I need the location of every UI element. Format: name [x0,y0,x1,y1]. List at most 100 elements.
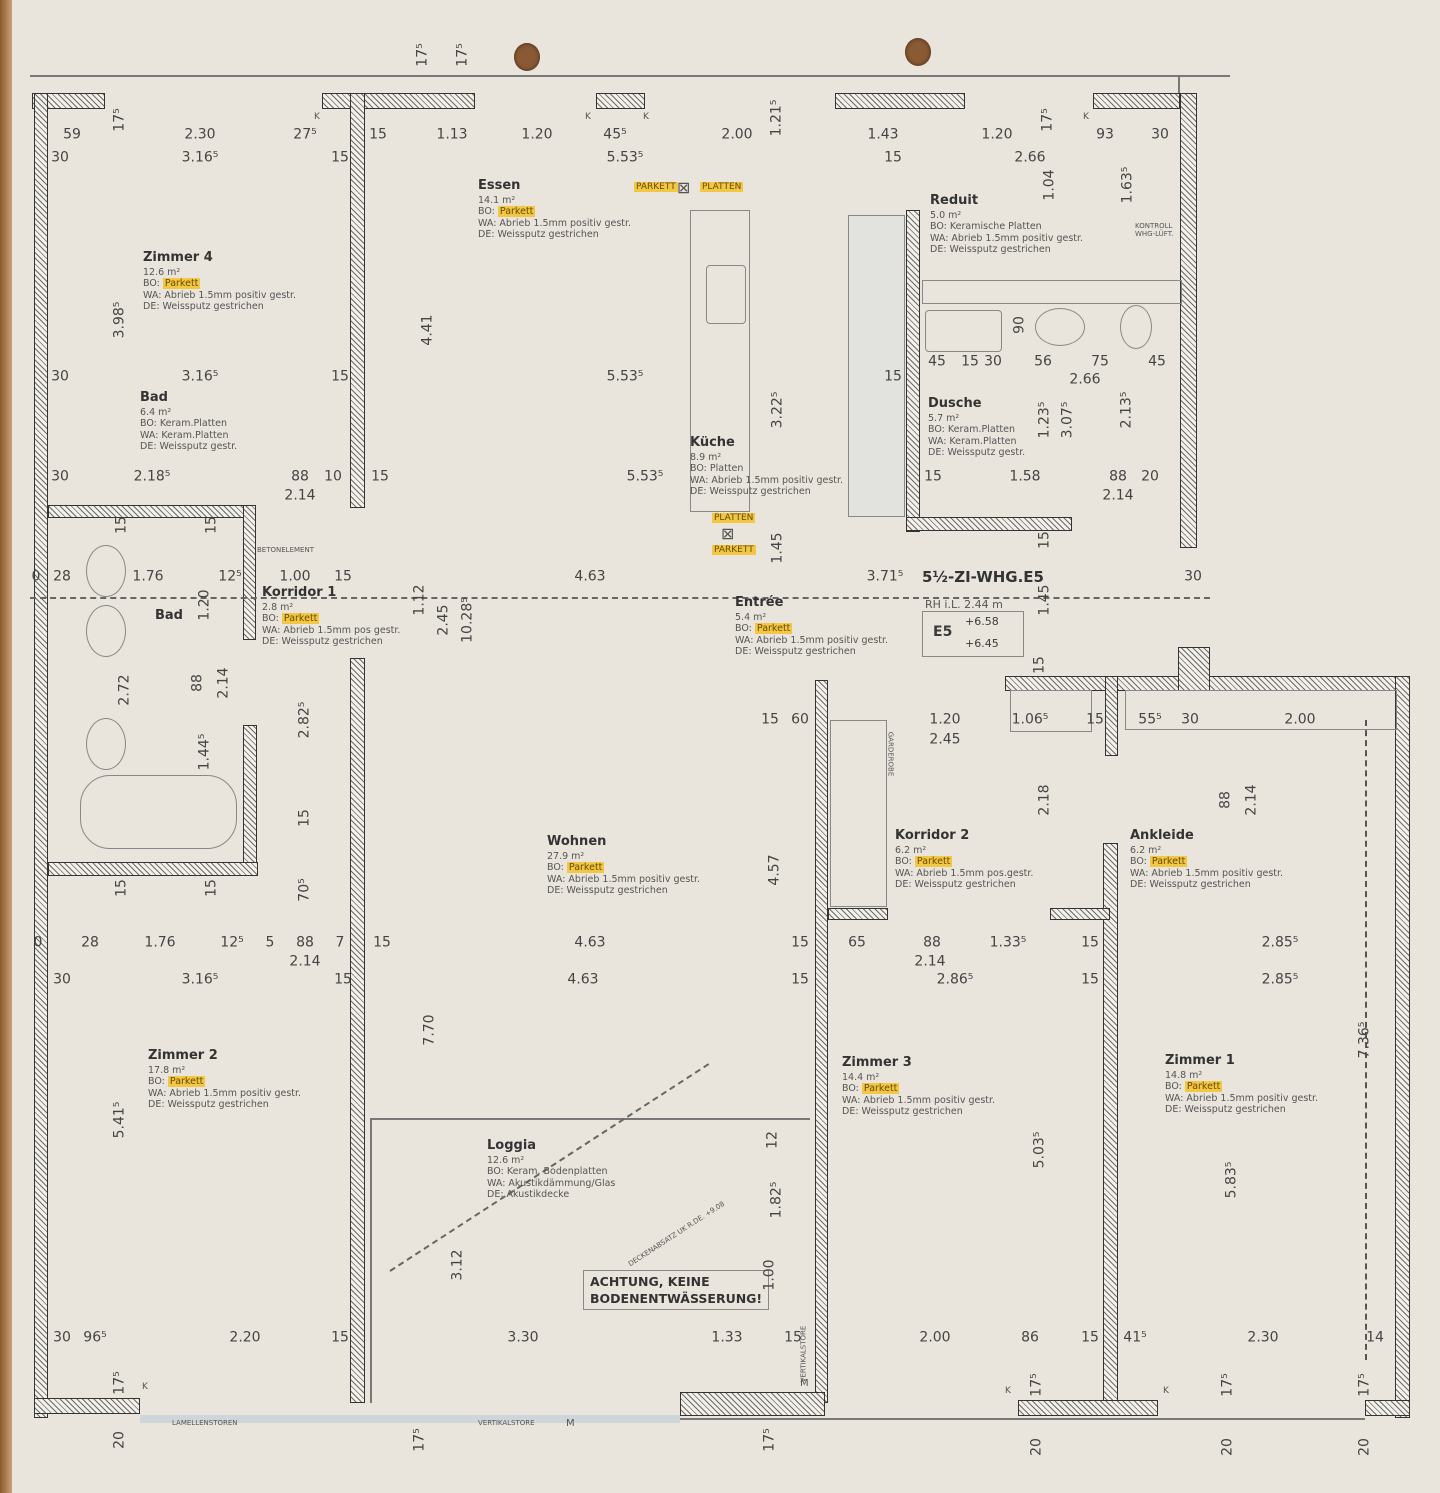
vertical-dimension-label: 90 [1011,316,1028,334]
dimension-label: 2.14 [289,953,321,970]
dimension-label: 30 [53,971,71,988]
wall [835,93,965,109]
room-floor: BO: Keram.Platten [928,424,1025,436]
dimension-label: 30 [1184,568,1202,585]
floor-prefix: BO: [735,623,752,634]
dimension-label: 1.20 [521,126,553,143]
room-floor: BO: Parkett [478,206,631,218]
shower-tray [925,310,1002,352]
room-area: 8.9 m² [690,451,722,463]
floor-prefix: BO: [140,418,157,429]
wall [32,93,105,109]
dimension-label: 2.14 [914,953,946,970]
room-floor: BO: Keramische Platten [930,221,1083,233]
dimension-label: 1.20 [929,711,961,728]
blinds [140,1415,680,1423]
wall [1180,93,1197,548]
floor-prefix: BO: [478,206,495,217]
floor-material: Parkett [281,613,320,624]
room-wall: WA: Abrieb 1.5mm pos gestr. [262,624,401,636]
floor-material: Parkett [1184,1081,1223,1092]
vertical-dimension-label: 17⁵ [111,108,128,132]
room-ceiling: DE: Weissputz gestrichen [143,301,264,312]
dimension-label: 15 [1081,971,1099,988]
vertical-dimension-label: 5.83⁵ [1223,1161,1240,1199]
marker-m: M [566,1418,575,1429]
room-floor: BO: Parkett [1165,1081,1318,1093]
room-floor: BO: Parkett [842,1083,995,1095]
dimension-label: 1.06⁵ [1011,711,1049,728]
dimension-label: 45⁵ [603,126,627,143]
wall [680,1392,825,1416]
dimension-label: 2.14 [284,487,316,504]
floor-prefix: BO: [487,1166,504,1177]
axis-line [1365,720,1367,1360]
vertical-dimension-label: 15 [203,879,220,897]
room-name: Loggia [487,1138,537,1153]
floor-change-icon: ⊠ [677,178,691,197]
wall [596,93,645,109]
dimension-label: 15 [334,971,352,988]
room-floor: BO: Parkett [143,278,296,290]
kitchen-cabinets [848,215,905,517]
vertical-dimension-label: 7.36⁵ [1356,1021,1373,1059]
room-name: Zimmer 4 [143,250,213,265]
dimension-label: 30 [984,353,1002,370]
room-ceiling: DE: Weissputz gestrichen [478,229,599,240]
dimension-label: 1.13 [436,126,468,143]
dimension-label: 3.16⁵ [181,971,219,988]
room-floor: BO: Parkett [895,856,1033,868]
room-wall: WA: Abrieb 1.5mm positiv gestr. [690,474,844,486]
dimension-label: 15 [784,1329,802,1346]
dimension-label: 93 [1096,126,1114,143]
room-label-dusche: Dusche 5.7 m² BO: Keram.Platten WA: Kera… [928,397,1025,459]
vertical-dimension-label: 1.63⁵ [1119,166,1136,204]
vertical-dimension-label: 1.00 [761,1259,778,1291]
axis-line [30,597,1210,599]
dimension-label: 15 [791,971,809,988]
dimension-label: 86 [1021,1329,1039,1346]
floor-material: Keram.Platten [947,424,1016,435]
marker-k: K [643,112,649,122]
floor-tag-platten: PLATTEN [712,513,756,523]
level-lower: +6.45 [965,637,999,650]
dimension-label: 28 [81,934,99,951]
note-kontroll: KONTROLL WHG-LÜFT. [1135,222,1174,238]
wall [815,680,828,1403]
floor-material: Platten [709,463,744,474]
installation-wall [922,280,1182,304]
dimension-label: 4.63 [567,971,599,988]
room-area: 12.6 m² [487,1154,525,1166]
vertical-dimension-label: 17⁵ [454,43,471,67]
dimension-label: 15 [331,149,349,166]
unit-code: E5 [933,624,953,640]
kitchen-island [690,210,750,512]
room-floor: BO: Platten [690,463,843,475]
dimension-label: 59 [63,126,81,143]
vertical-dimension-label: 20 [111,1431,128,1449]
dimension-label: 60 [791,711,809,728]
room-label-korridor-1: Korridor 1 2.8 m² BO: Parkett WA: Abrieb… [262,586,401,648]
dimension-label: 2.00 [919,1329,951,1346]
dimension-label: 2.20 [229,1329,261,1346]
room-ceiling: DE: Akustikdecke [487,1189,570,1200]
dimension-label: 15 [371,468,389,485]
floor-prefix: BO: [262,613,279,624]
wall [906,210,920,532]
room-floor: BO: Parkett [735,623,888,635]
floor-prefix: BO: [690,463,707,474]
floor-material: Parkett [167,1076,206,1087]
room-area: 17.8 m² [148,1064,186,1076]
room-label-korridor-2: Korridor 2 6.2 m² BO: Parkett WA: Abrieb… [895,829,1033,891]
room-wall: WA: Akustikdämmung/Glas [487,1177,616,1189]
vertical-dimension-label: 12 [764,1131,781,1149]
vertical-dimension-label: 15 [113,516,130,534]
room-ceiling: DE: Weissputz gestrichen [930,244,1051,255]
floor-prefix: BO: [547,862,564,873]
vertical-dimension-label: 1.04 [1041,169,1058,201]
vertical-dimension-label: 2.18 [1036,784,1053,816]
dimension-label: 1.76 [132,568,164,585]
dimension-label: 1.58 [1009,468,1041,485]
dimension-label: 2.85⁵ [1261,971,1299,988]
wall [48,862,258,876]
